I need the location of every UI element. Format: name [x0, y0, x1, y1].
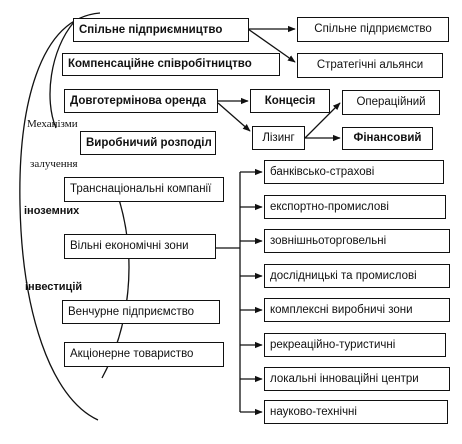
label-mechanisms: Механізми: [27, 118, 78, 130]
box-zone-science-technology: науково-технічні: [264, 400, 448, 424]
box-zone-banking-insurance: банківсько-страхові: [264, 160, 444, 184]
box-financial-leasing: Фінансовий: [342, 127, 433, 150]
box-concession: Концесія: [250, 89, 330, 113]
box-zone-recreation-tourism: рекреаційно-туристичні: [264, 333, 446, 357]
box-zone-export-industrial: експортно-промислові: [264, 195, 446, 219]
box-zone-complex-production: комплексні виробничі зони: [264, 298, 450, 322]
box-strategic-alliances: Стратегічні альянси: [297, 53, 443, 78]
label-attraction: залучення: [30, 158, 78, 170]
box-leasing: Лізинг: [252, 126, 305, 150]
mechanisms-bracket: [19, 12, 101, 421]
box-zone-research-industrial: дослідницькі та промислові: [264, 264, 450, 288]
box-zone-local-innovation: локальні інноваційні центри: [264, 367, 450, 391]
box-venture-enterprise: Венчурне підприємство: [62, 300, 220, 324]
box-joint-venture: Спільне підприємство: [297, 17, 449, 42]
label-foreign: іноземних: [24, 205, 80, 217]
box-zone-foreign-trade: зовнішньоторговельні: [264, 229, 450, 253]
box-free-economic-zones: Вільні економічні зони: [64, 234, 216, 259]
box-long-term-lease: Довготермінова оренда: [64, 89, 218, 113]
box-production-sharing: Виробничий розподіл: [80, 131, 216, 155]
box-joint-stock-company: Акціонерне товариство: [64, 342, 224, 367]
box-transnational-companies: Транснаціональні компанії: [64, 177, 224, 202]
mechanisms-bracket-inner: [49, 21, 75, 129]
label-investments: інвестицій: [25, 281, 83, 293]
box-compensation-cooperation: Компенсаційне співробітництво: [62, 53, 280, 76]
box-joint-entrepreneurship: Спільне підприємництво: [73, 18, 249, 42]
box-operating-leasing: Операційний: [342, 90, 440, 115]
